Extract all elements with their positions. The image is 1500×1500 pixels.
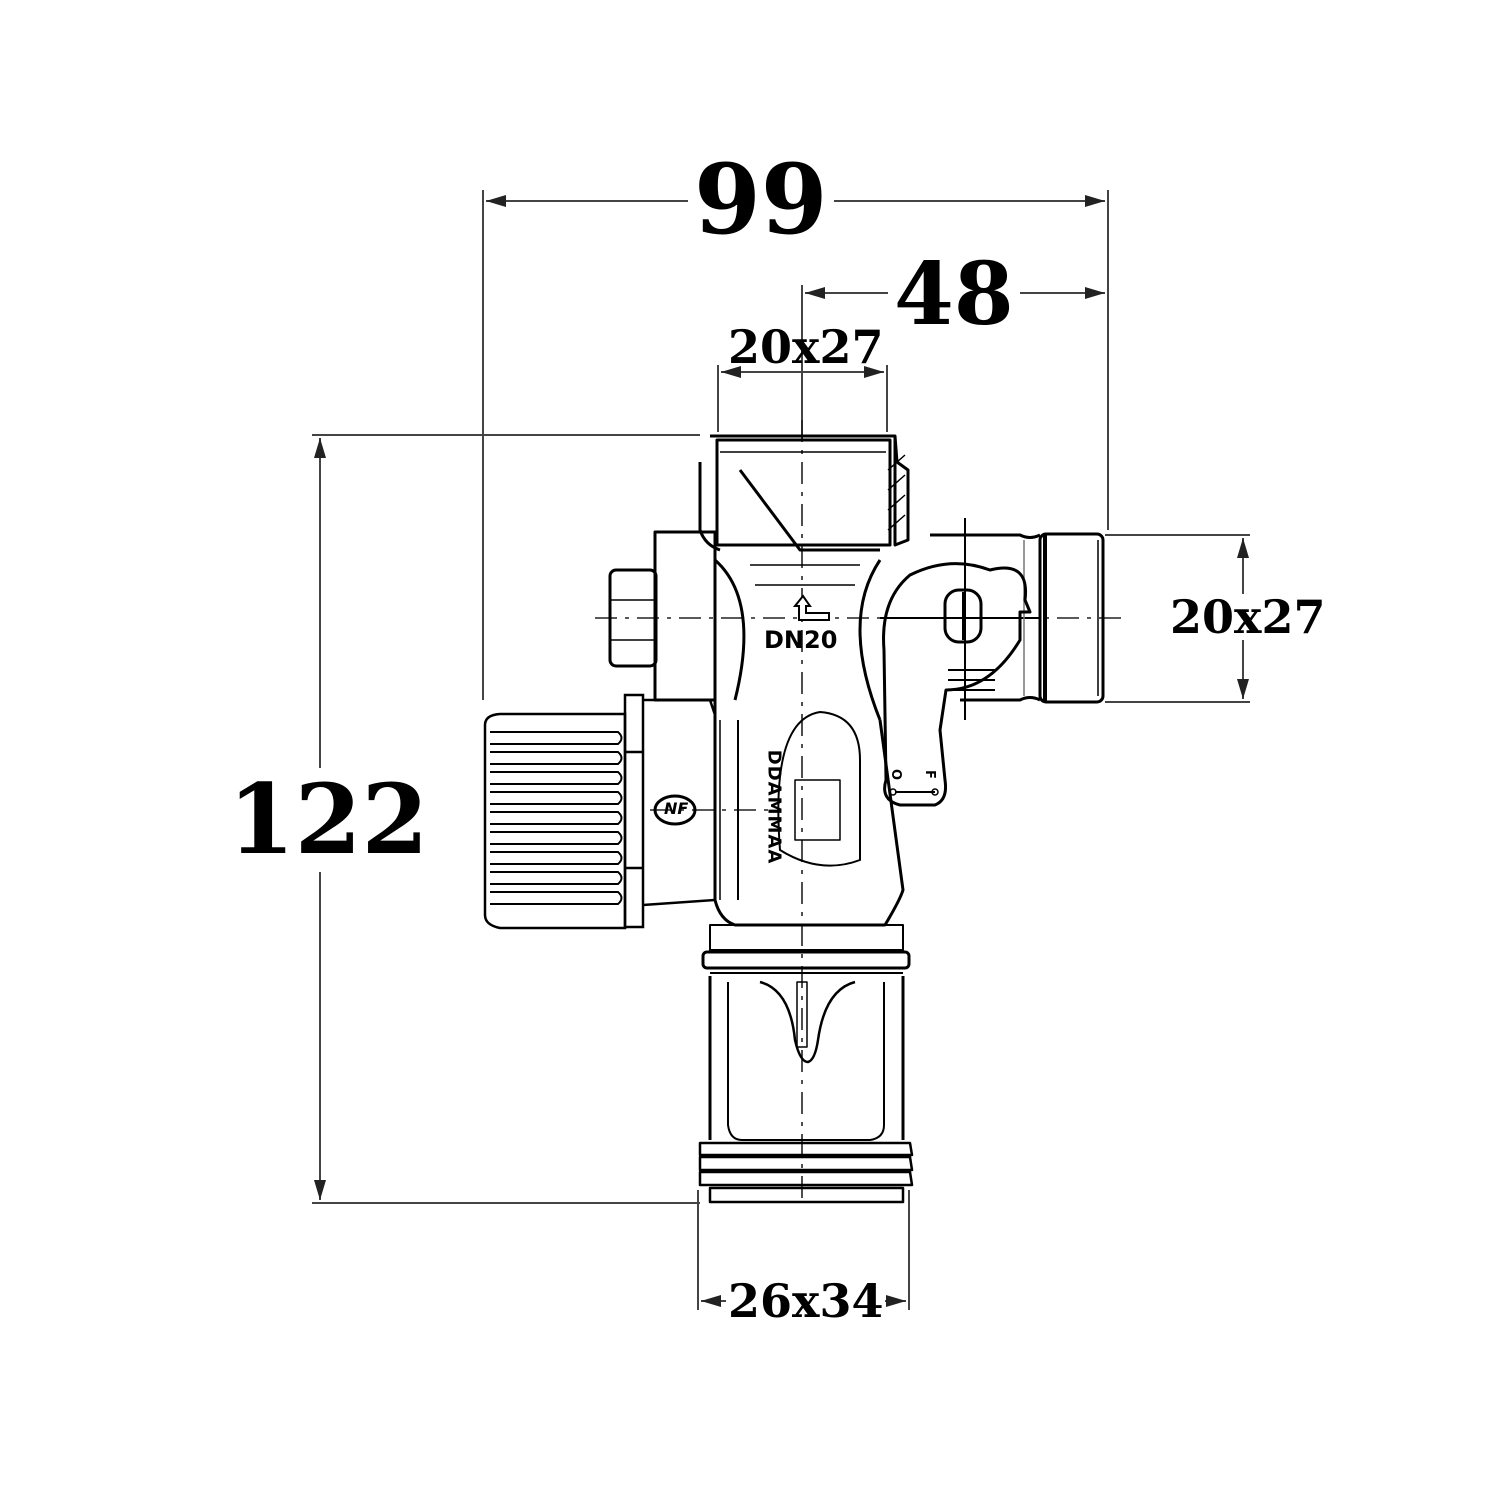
nf-logo-text: NF	[664, 799, 689, 818]
nf-logo-outline	[653, 794, 697, 826]
pressure-adjust-knob	[483, 693, 717, 930]
valve-body	[608, 434, 914, 1204]
top-threaded-outlet	[710, 434, 910, 547]
quarter-turn-lever	[882, 562, 1032, 807]
dim-top-port: 20x27	[728, 320, 884, 374]
dim-overall-width: 99	[688, 152, 834, 248]
right-threaded-outlet	[930, 532, 1105, 704]
body-code-marking: DDAMMAA	[763, 749, 785, 865]
drain-funnel	[708, 976, 905, 1140]
dim-offset-right: 48	[888, 252, 1020, 338]
dn20-marking: DN20	[764, 626, 838, 654]
dim-right-port: 20x27	[1168, 590, 1328, 644]
lever-closed-mark: F	[921, 770, 937, 779]
dim-bottom-port: 26x34	[726, 1274, 886, 1328]
flow-direction-arrow	[792, 594, 830, 621]
lever-open-mark: O	[888, 768, 904, 781]
bottom-threaded-inlet	[698, 1141, 914, 1204]
dim-overall-height: 122	[228, 763, 429, 876]
